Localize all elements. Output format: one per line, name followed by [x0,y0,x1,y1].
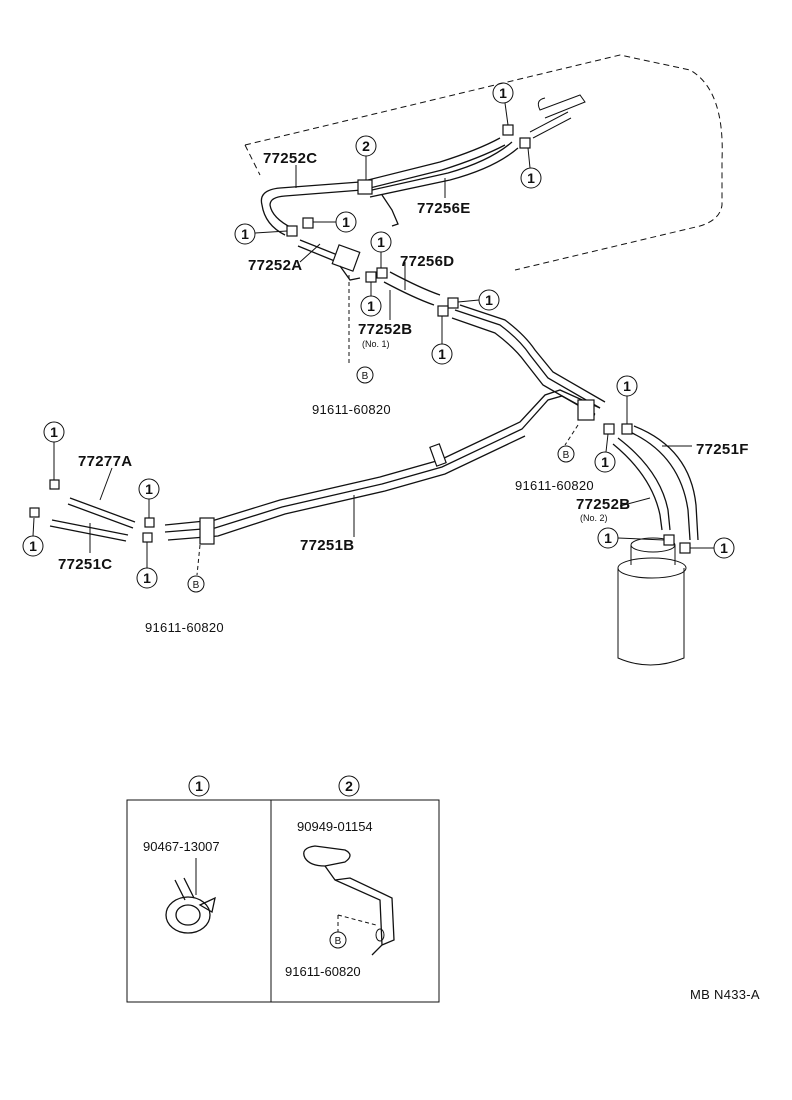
callout-1: 1 [313,211,357,233]
part-sub-no2: (No. 2) [580,513,608,523]
callout-2: 2 [355,135,377,180]
part-label-77252b-no1: 77252B [358,321,412,338]
hose-77256e [369,94,586,198]
part-label-77252c: 77252C [263,150,317,167]
callout-1: 1 [136,542,158,589]
svg-text:1: 1 [604,530,612,546]
hose-77252b-no2 [612,437,671,531]
svg-text:1: 1 [499,85,507,101]
part-labels: 77252C 77256E 77252A 77256D 77252B (No. … [58,150,749,635]
legend-clamp-part: 90467-13007 [143,839,220,854]
label-leaders [89,165,692,553]
diagram-code: MB N433-A [690,987,760,1002]
hose-77277a [67,497,136,529]
svg-text:1: 1 [623,378,631,394]
part-label-77256d: 77256D [400,253,454,270]
part-label-77277a: 77277A [78,453,132,470]
svg-text:1: 1 [485,292,493,308]
svg-text:2: 2 [345,778,353,794]
bolt-marker-icon: B [329,915,347,949]
callout-1: 1 [457,289,500,311]
hose-clamp-icon [165,858,216,934]
callout-1: 1 [138,478,160,518]
legend-bracket-part: 90949-01154 [297,819,373,834]
svg-text:1: 1 [195,778,203,794]
callout-1: 1 [43,421,65,480]
bolt-marker-icon: B [187,575,205,593]
svg-text:B: B [563,450,570,461]
svg-text:1: 1 [145,481,153,497]
hose-77256d [383,271,441,306]
part-label-77251b: 77251B [300,537,354,554]
bolt-markers: B B B [187,366,575,593]
charcoal-canister-icon [617,537,687,666]
callouts: 1 1 2 1 1 1 1 1 1 1 1 1 1 1 1 1 1 [22,82,735,589]
callout-1: 1 [360,282,382,317]
callout-1: 1 [690,537,735,559]
part-label-77251f: 77251F [696,441,749,458]
legend-callout-1: 1 [188,775,210,797]
svg-text:2: 2 [362,138,370,154]
part-label-77256e: 77256E [417,200,471,217]
svg-text:1: 1 [377,234,385,250]
hose-77252c [260,137,506,236]
svg-text:B: B [335,936,342,947]
main-pipe-77251b [164,389,601,545]
svg-text:1: 1 [50,424,58,440]
legend-callout-2: 2 [338,775,360,797]
bolt-label: 91611-60820 [515,478,594,493]
fuel-tank-outline [244,54,723,271]
callout-1: 1 [520,147,542,189]
callout-1: 1 [370,231,392,268]
svg-text:1: 1 [342,214,350,230]
callout-1: 1 [597,527,665,549]
hose-bracket-icon [303,845,395,956]
legend-bracket-bolt: 91611-60820 [285,964,361,979]
svg-text:1: 1 [367,298,375,314]
svg-text:1: 1 [29,538,37,554]
bolt-marker-icon: B [557,445,575,463]
svg-text:1: 1 [720,540,728,556]
valve-assembly [297,239,361,281]
hose-clamps [29,124,691,554]
callout-1: 1 [616,375,638,424]
callout-1: 1 [594,433,616,473]
part-label-77252a: 77252A [248,257,302,274]
bracket-top [357,179,399,227]
callout-1: 1 [234,223,288,245]
svg-text:1: 1 [241,226,249,242]
callout-1: 1 [492,82,514,126]
callout-1: 1 [22,517,44,557]
bolt-marker-icon: B [356,366,374,384]
svg-text:1: 1 [143,570,151,586]
svg-text:B: B [362,371,369,382]
parts-legend: 1 2 90467-13007 90949-01154 91611-60820 [126,775,440,1003]
hose-77251c [49,519,129,542]
part-sub-no1: (No. 1) [362,339,390,349]
svg-text:1: 1 [527,170,535,186]
bolt-label: 91611-60820 [312,402,391,417]
main-pipe-upper [451,304,606,416]
callout-1: 1 [431,316,453,365]
svg-text:B: B [193,580,200,591]
part-label-77252b-no2: 77252B [576,496,630,513]
bolt-leaders [196,275,579,576]
bolt-label: 91611-60820 [145,620,224,635]
svg-text:1: 1 [601,454,609,470]
svg-text:1: 1 [438,346,446,362]
hose-77251f [629,425,699,541]
part-label-77251c: 77251C [58,556,112,573]
